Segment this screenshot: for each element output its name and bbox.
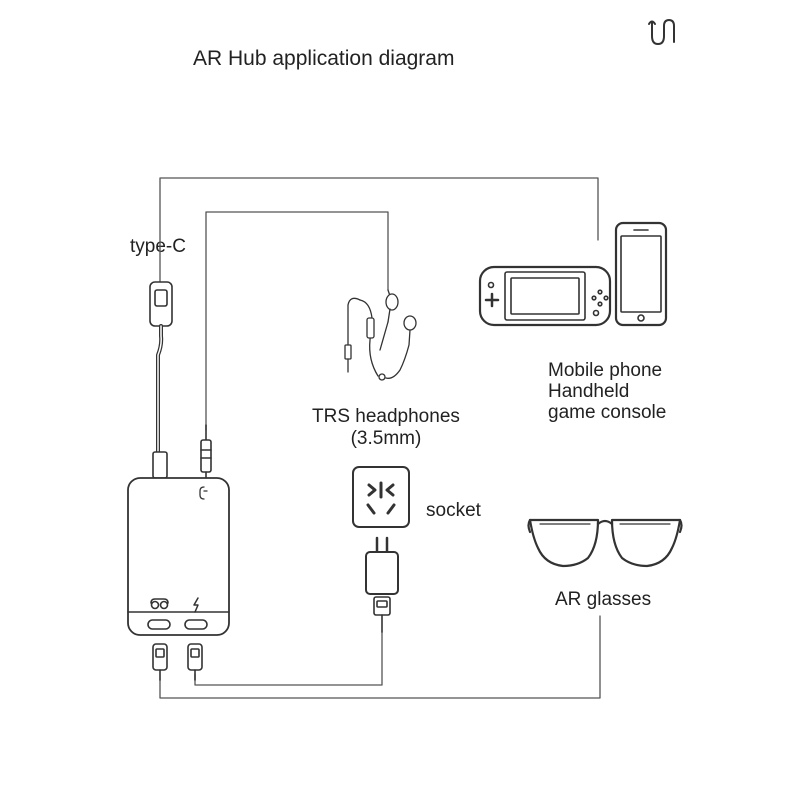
hub-logo-icon [199, 486, 208, 500]
line-power-port-to-adapter [194, 631, 383, 686]
usb-c-plug-icon [149, 281, 173, 479]
label-socket: socket [426, 500, 481, 521]
mobile-phone-icon [614, 221, 668, 327]
audio-jack-icon [200, 424, 212, 483]
label-mobile-line1: Mobile phone [548, 360, 663, 381]
label-trs-headphones: TRS headphones (3.5mm) [312, 406, 460, 450]
wall-socket-icon [352, 466, 410, 528]
label-trs-line2: (3.5mm) [350, 428, 422, 449]
label-type-c: type-C [130, 236, 186, 257]
label-trs-line1: TRS headphones [312, 406, 460, 427]
handheld-console-icon [478, 265, 612, 327]
label-mobile-line3: game console [548, 402, 667, 423]
glasses-port-icon [150, 598, 169, 610]
label-ar-glasses: AR glasses [555, 589, 652, 610]
brand-logo-icon [648, 19, 675, 45]
label-mobile-line2: Handheld [548, 381, 630, 402]
line-jack-to-headphones [205, 211, 389, 431]
ar-glasses-icon [527, 518, 683, 568]
diagram-title: AR Hub application diagram [193, 47, 455, 70]
line-glasses-port-to-ar [159, 615, 601, 699]
lightning-port-icon [193, 597, 199, 613]
power-adapter-icon [365, 536, 399, 633]
hub-output-plugs [152, 643, 203, 681]
hub-device-icon [127, 477, 230, 636]
label-mobile-console: Mobile phone Handheld game console [548, 360, 666, 423]
line-typec-to-mobile [159, 177, 599, 284]
headphones-icon [344, 289, 417, 381]
